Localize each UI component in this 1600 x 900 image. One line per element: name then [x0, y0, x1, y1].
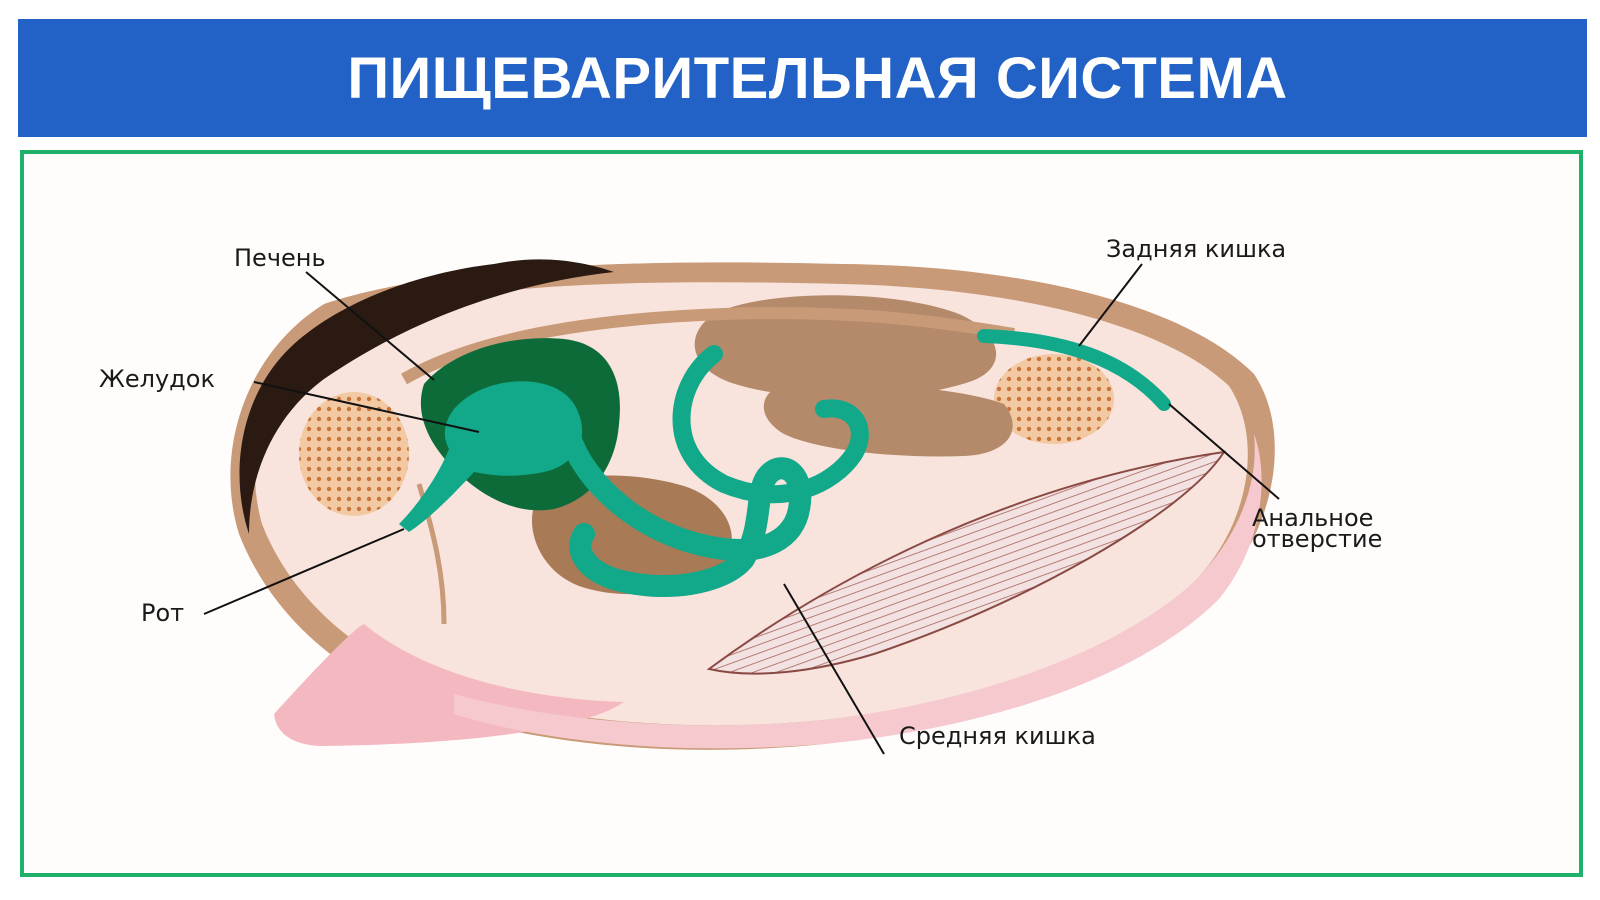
label-stomach: Желудок: [99, 365, 215, 393]
gill: [706, 450, 1227, 675]
leader-stomach: [253, 381, 480, 433]
leader-midgut: [783, 583, 885, 755]
leader-hindgut: [1078, 263, 1143, 347]
label-liver: Печень: [234, 244, 326, 272]
leader-mouth: [203, 528, 405, 615]
bivalve-anatomy-diagram: Печень Желудок Рот Задняя кишка Анальное…: [99, 235, 1382, 755]
leader-liver: [305, 271, 435, 381]
label-anus-line2: отверстие: [1252, 525, 1382, 553]
nerve-connective: [401, 307, 1015, 385]
midgut-loop: [672, 345, 869, 504]
stomach: [399, 381, 583, 532]
label-hindgut: Задняя кишка: [1106, 235, 1286, 263]
anterior-adductor-muscle: [299, 392, 409, 516]
shell-hinge: [239, 259, 614, 534]
title-bar: ПИЩЕВАРИТЕЛЬНАЯ СИСТЕМА: [18, 19, 1587, 137]
midgut: [558, 423, 812, 598]
diagram-frame: Печень Желудок Рот Задняя кишка Анальное…: [20, 150, 1583, 877]
leader-anus: [1168, 403, 1280, 500]
label-mouth: Рот: [141, 599, 184, 627]
label-anus-line1: Анальное: [1252, 504, 1373, 532]
mantle-pink-lower: [454, 434, 1262, 749]
posterior-adductor-muscle: [994, 354, 1114, 444]
hindgut: [977, 329, 1171, 411]
page-title: ПИЩЕВАРИТЕЛЬНАЯ СИСТЕМА: [347, 45, 1288, 111]
label-midgut: Средняя кишка: [899, 722, 1096, 750]
